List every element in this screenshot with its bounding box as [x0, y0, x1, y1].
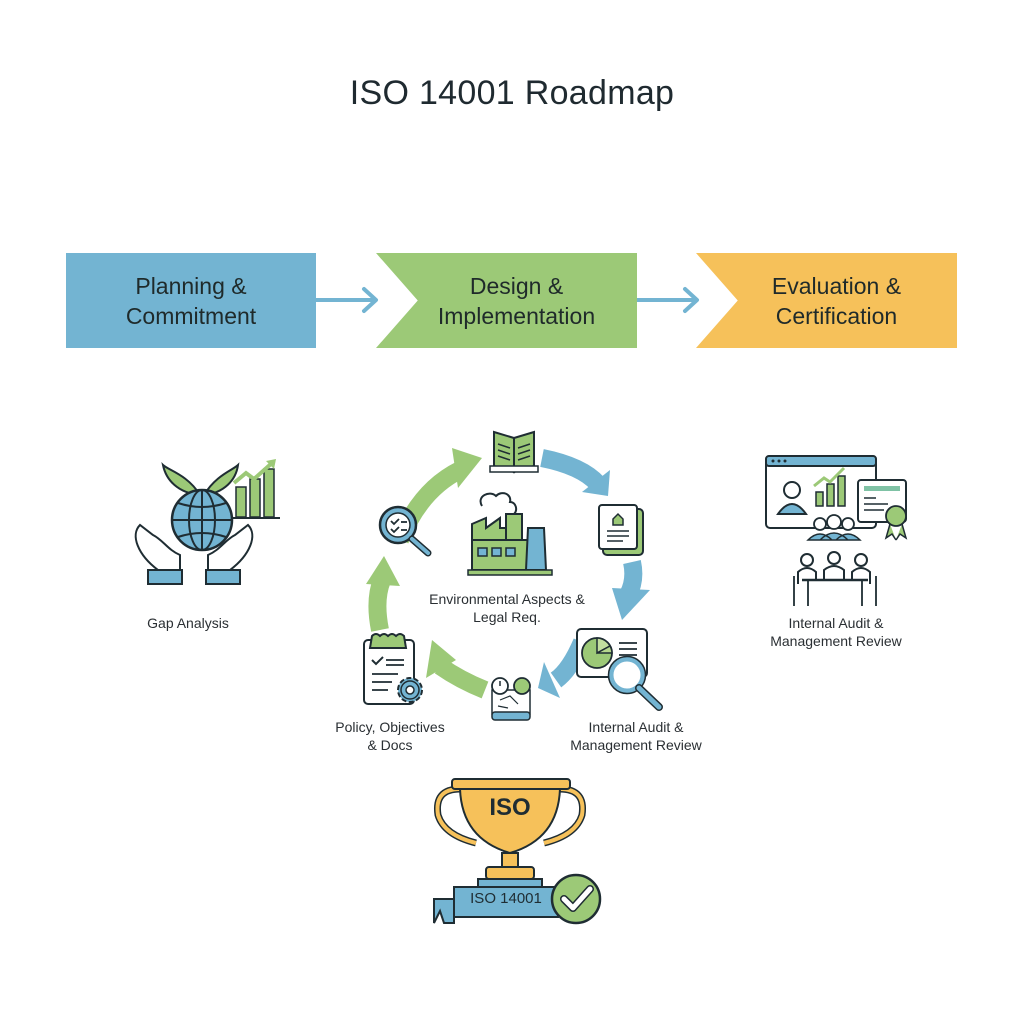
label-line2: Management Review — [570, 737, 702, 753]
phase-label-line2: Implementation — [437, 302, 596, 329]
arrowhead-icon — [452, 448, 482, 488]
arrowhead-icon — [538, 662, 560, 698]
phase-label-line2: Certification — [775, 302, 898, 329]
phase-label-line1: Design & — [469, 272, 564, 299]
phase-design-implementation: Design & Implementation — [376, 253, 637, 348]
arrowhead-icon — [366, 556, 400, 586]
document-certificate-icon — [598, 504, 644, 556]
label-line2: Management Review — [770, 633, 902, 649]
arrowhead-icon — [426, 640, 456, 678]
trophy-icon — [433, 778, 602, 925]
policy-objectives-label: Policy, Objectives & Docs — [320, 718, 460, 754]
trophy-cup-text: ISO — [489, 794, 531, 821]
cycle-arrow-green — [368, 576, 391, 632]
center-label-line2: Legal Req. — [473, 609, 541, 625]
presentation-meeting-icon — [765, 455, 908, 606]
cycle-arrows — [366, 448, 650, 699]
clipboard-gear-icon — [363, 633, 423, 705]
ribbon-text: ISO 14001 — [470, 890, 542, 907]
arrow-right-icon — [316, 287, 378, 313]
open-book-icon — [489, 430, 539, 474]
center-label-line1: Environmental Aspects & — [429, 591, 585, 607]
internal-audit-right-label: Internal Audit & Management Review — [756, 614, 916, 650]
factory-icon — [467, 492, 553, 576]
phase-evaluation-certification: Evaluation & Certification — [696, 253, 957, 348]
cycle-arrow-green — [434, 658, 489, 699]
label-line2: & Docs — [367, 737, 413, 753]
arrowhead-icon — [582, 470, 610, 496]
pie-chart-magnifier-icon — [576, 628, 663, 711]
center-label: Environmental Aspects & Legal Req. — [412, 590, 602, 626]
arrow-right-icon — [637, 287, 699, 313]
checklist-magnifier-icon — [378, 505, 432, 557]
phase-label-line1: Planning & — [135, 272, 247, 299]
arrowhead-icon — [612, 588, 650, 620]
gap-analysis-label: Gap Analysis — [147, 615, 229, 631]
label-line1: Internal Audit & — [788, 615, 884, 631]
phase-label-line1: Evaluation & — [771, 272, 902, 299]
label-line1: Policy, Objectives — [335, 719, 445, 735]
phase-label-line2: Commitment — [125, 302, 257, 329]
blueprint-process-icon — [491, 677, 531, 721]
globe-in-hands-icon — [134, 459, 280, 585]
diagram-title: ISO 14001 Roadmap — [349, 74, 675, 112]
label-line1: Internal Audit & — [588, 719, 684, 735]
internal-audit-cycle-label: Internal Audit & Management Review — [556, 718, 716, 754]
phase-planning-commitment: Planning & Commitment — [66, 253, 316, 348]
cycle-arrow-blue — [540, 449, 605, 491]
